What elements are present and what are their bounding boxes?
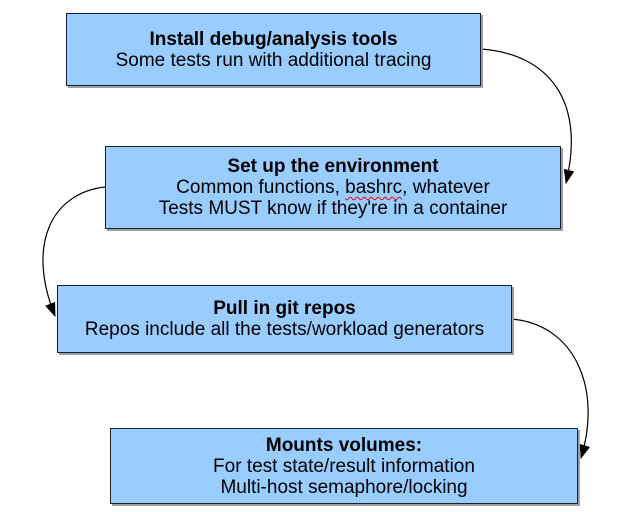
misspelled-word: bashrc xyxy=(345,177,403,198)
box-line: Repos include all the tests/workload gen… xyxy=(84,319,485,340)
box-title: Pull in git repos xyxy=(213,298,356,319)
box-line: Some tests run with additional tracing xyxy=(115,49,432,71)
arrow-install-to-setup-icon xyxy=(480,48,575,185)
flow-box-install-tools: Install debug/analysis tools Some tests … xyxy=(66,13,481,86)
box-line: Multi-host semaphore/locking xyxy=(220,476,468,498)
box-title: Install debug/analysis tools xyxy=(149,28,398,50)
spellcheck-after: , whatever xyxy=(402,177,490,198)
box-line-spellcheck: Common functions, bashrc, whatever xyxy=(176,177,490,198)
flow-box-pull-git-repos: Pull in git repos Repos include all the … xyxy=(57,285,512,353)
box-title: Set up the environment xyxy=(227,156,439,177)
arrow-pull-to-mounts-icon xyxy=(511,318,591,460)
spellcheck-before: Common functions, xyxy=(176,177,346,198)
box-line: For test state/result information xyxy=(213,455,475,477)
box-title: Mounts volumes: xyxy=(265,434,423,456)
flow-box-setup-environment: Set up the environment Common functions,… xyxy=(105,146,561,229)
box-line: Tests MUST know if they're in a containe… xyxy=(158,198,508,219)
arrow-setup-to-pull-icon xyxy=(42,186,106,318)
flow-box-mount-volumes: Mounts volumes: For test state/result in… xyxy=(110,428,578,504)
